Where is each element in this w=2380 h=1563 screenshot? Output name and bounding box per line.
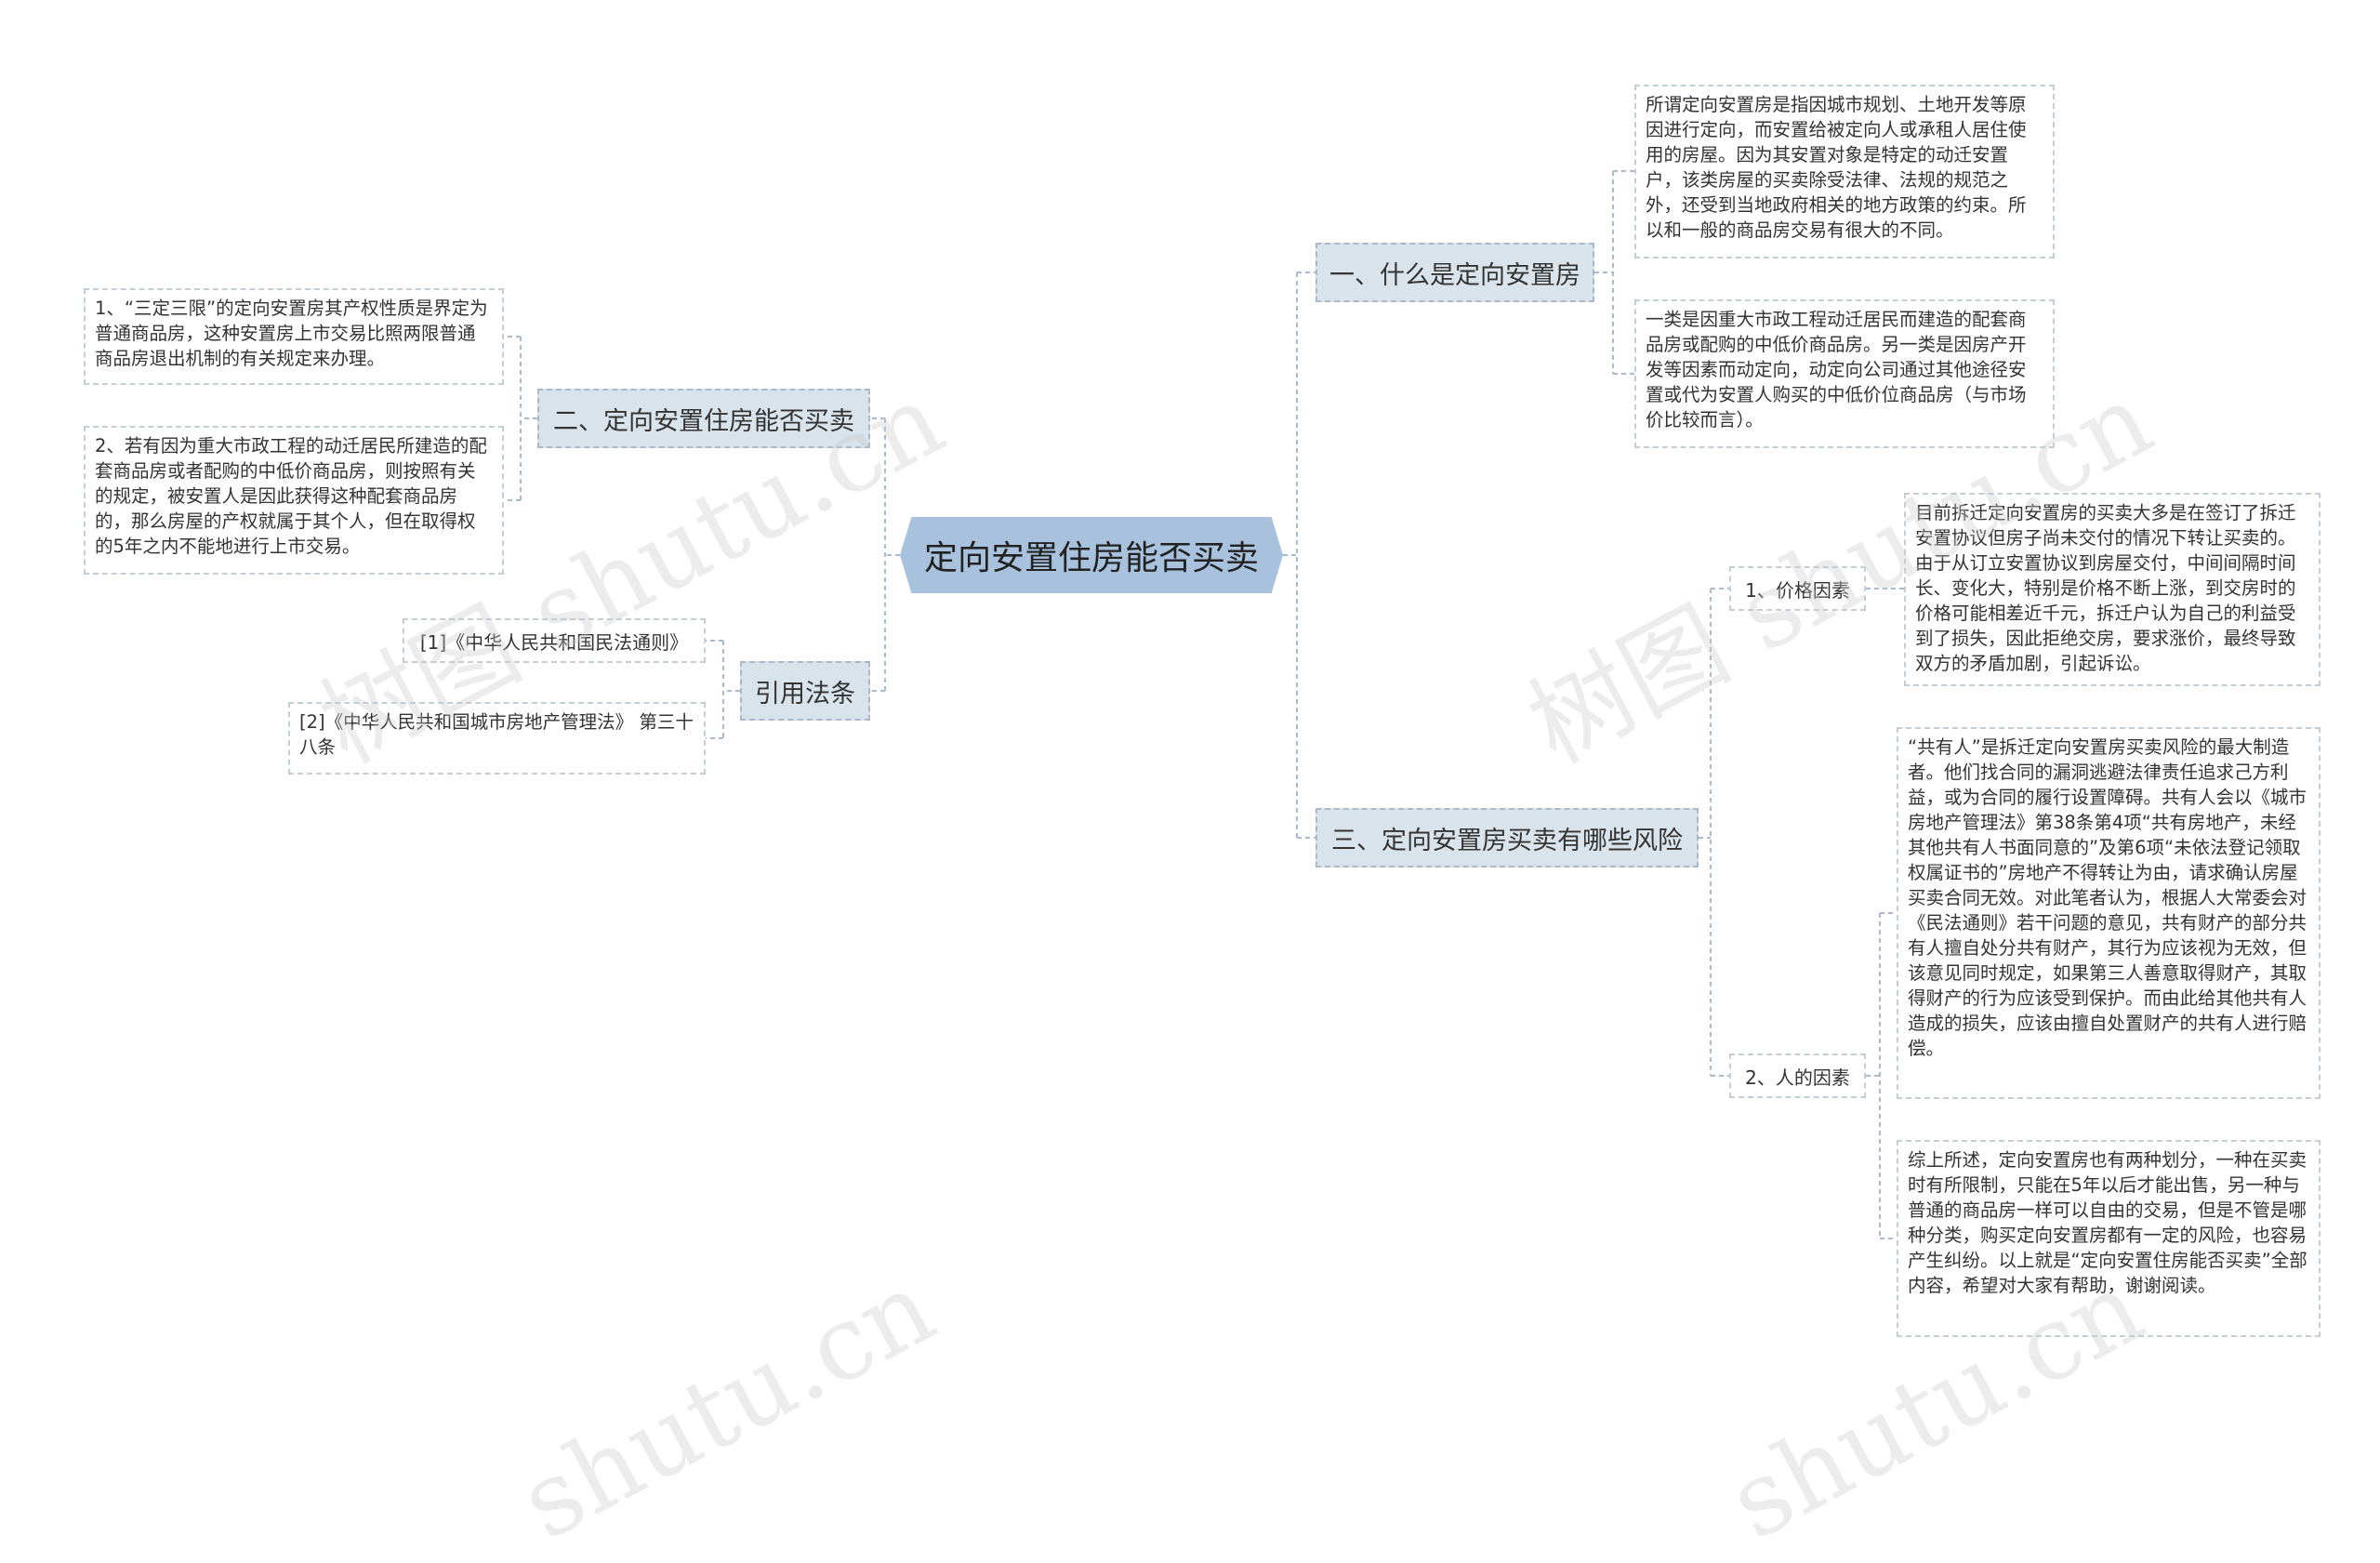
branch-can-sell[interactable]: 二、定向安置住房能否买卖: [537, 389, 870, 448]
leaf-ref-2: [2]《中华人民共和国城市房地产管理法》 第三十八条: [288, 702, 706, 775]
leaf-can-sell-1: 1、“三定三限”的定向安置房其产权性质是界定为普通商品房，这种安置房上市交易比照…: [84, 288, 504, 385]
connector-lines: [504, 170, 1904, 1239]
leaf-can-sell-2: 2、若有因为重大市政工程的动迁居民所建造的配套商品房或者配购的中低价商品房，则按…: [84, 426, 504, 575]
branch-references[interactable]: 引用法条: [740, 661, 870, 721]
leaf-ref-1: [1]《中华人民共和国民法通则》: [403, 618, 706, 663]
leaf-people-summary: 综上所述，定向安置房也有两种划分，一种在买卖时有所限制，只能在5年以后才能出售，…: [1897, 1140, 2320, 1337]
leaf-people-detail: “共有人”是拆迁定向安置房买卖风险的最大制造者。他们找合同的漏洞逃避法律责任追求…: [1897, 727, 2320, 1099]
central-topic[interactable]: 定向安置住房能否买卖: [900, 517, 1283, 593]
risk-people-factor[interactable]: 2、人的因素: [1729, 1053, 1866, 1098]
branch-risks[interactable]: 三、定向安置房买卖有哪些风险: [1316, 808, 1699, 868]
leaf-price-detail: 目前拆迁定向安置房的买卖大多是在签订了拆迁安置协议但房子尚未交付的情况下转让买卖…: [1904, 493, 2320, 686]
leaf-what-definition: 所谓定向安置房是指因城市规划、土地开发等原因进行定向，而安置给被定向人或承租人居…: [1634, 85, 2055, 258]
branch-what-is[interactable]: 一、什么是定向安置房: [1316, 243, 1594, 302]
leaf-what-types: 一类是因重大市政工程动迁居民而建造的配套商品房或配购的中低价商品房。另一类是因房…: [1634, 299, 2055, 448]
risk-price-factor[interactable]: 1、价格因素: [1729, 566, 1866, 611]
